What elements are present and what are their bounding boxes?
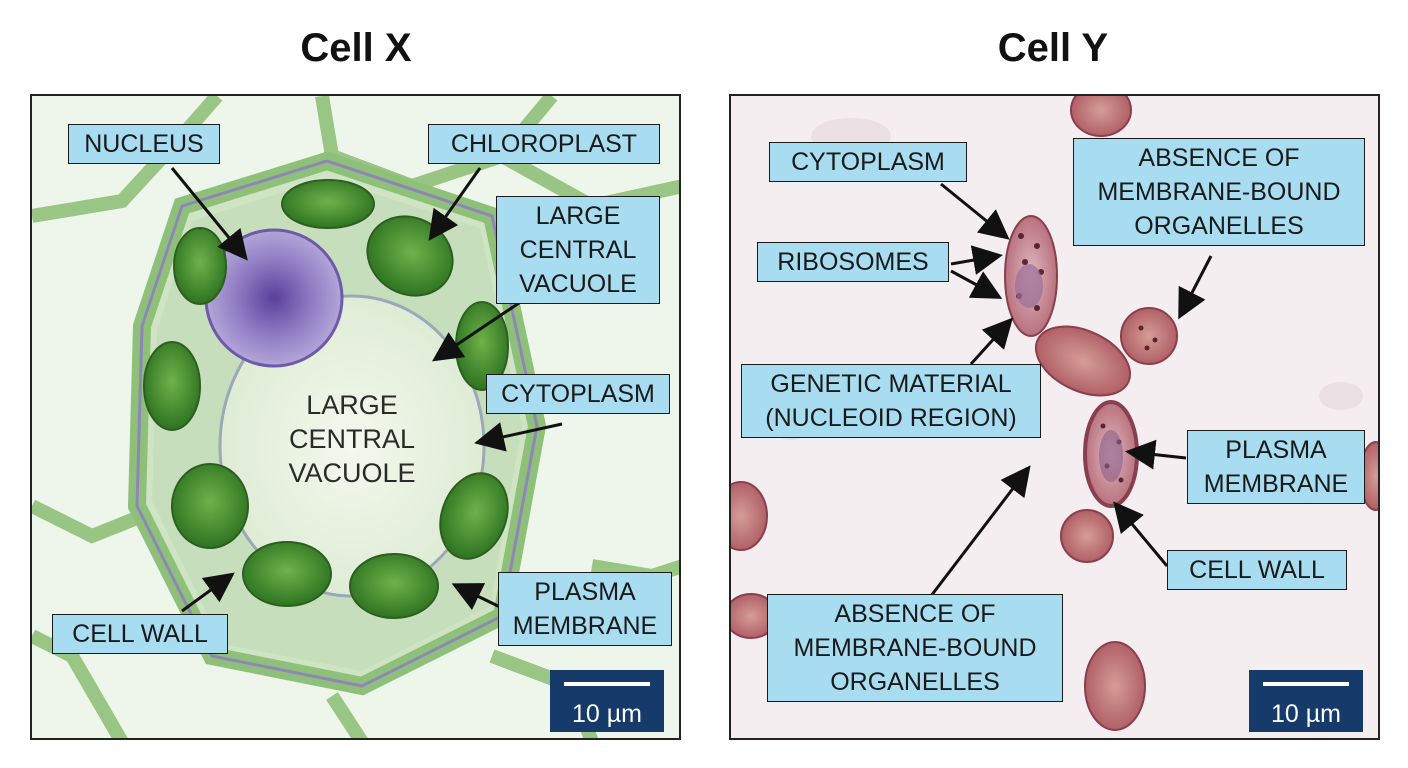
- cytoplasm-label-y: CYTOPLASM: [769, 142, 967, 182]
- cell-wall-label-y: CELL WALL: [1167, 550, 1347, 590]
- scale-line-y: [1263, 682, 1349, 686]
- chloroplast-label: CHLOROPLAST: [428, 124, 660, 164]
- scale-text: 10 µm: [572, 700, 642, 728]
- absence-bottom-label: ABSENCE OF MEMBRANE-BOUND ORGANELLES: [767, 594, 1063, 702]
- genetic-material-label: GENETIC MATERIAL (NUCLEOID REGION): [741, 364, 1041, 438]
- scale-line: [564, 682, 650, 686]
- vacuole-center-text: LARGE CENTRAL VACUOLE: [288, 390, 416, 488]
- cytoplasm-label: CYTOPLASM: [486, 374, 670, 414]
- cell-wall-label: CELL WALL: [52, 614, 228, 654]
- scale-bar-x: 10 µm: [550, 670, 664, 732]
- nucleus-label: NUCLEUS: [68, 124, 220, 164]
- cell-y-title: Cell Y: [997, 26, 1109, 70]
- scale-bar-y: 10 µm: [1249, 670, 1363, 732]
- cell-x-panel: NUCLEUS CHLOROPLAST LARGE CENTRAL VACUOL…: [30, 94, 681, 740]
- plasma-membrane-label-y: PLASMA MEMBRANE: [1187, 430, 1365, 504]
- scale-text-y: 10 µm: [1271, 700, 1341, 728]
- cell-x-title: Cell X: [300, 26, 412, 70]
- vacuole-label: LARGE CENTRAL VACUOLE: [496, 196, 660, 304]
- plasma-membrane-label: PLASMA MEMBRANE: [498, 572, 672, 646]
- ribosomes-label: RIBOSOMES: [757, 242, 949, 282]
- cell-y-panel: CYTOPLASM RIBOSOMES ABSENCE OF MEMBRANE-…: [729, 94, 1380, 740]
- absence-top-label: ABSENCE OF MEMBRANE-BOUND ORGANELLES: [1073, 138, 1365, 246]
